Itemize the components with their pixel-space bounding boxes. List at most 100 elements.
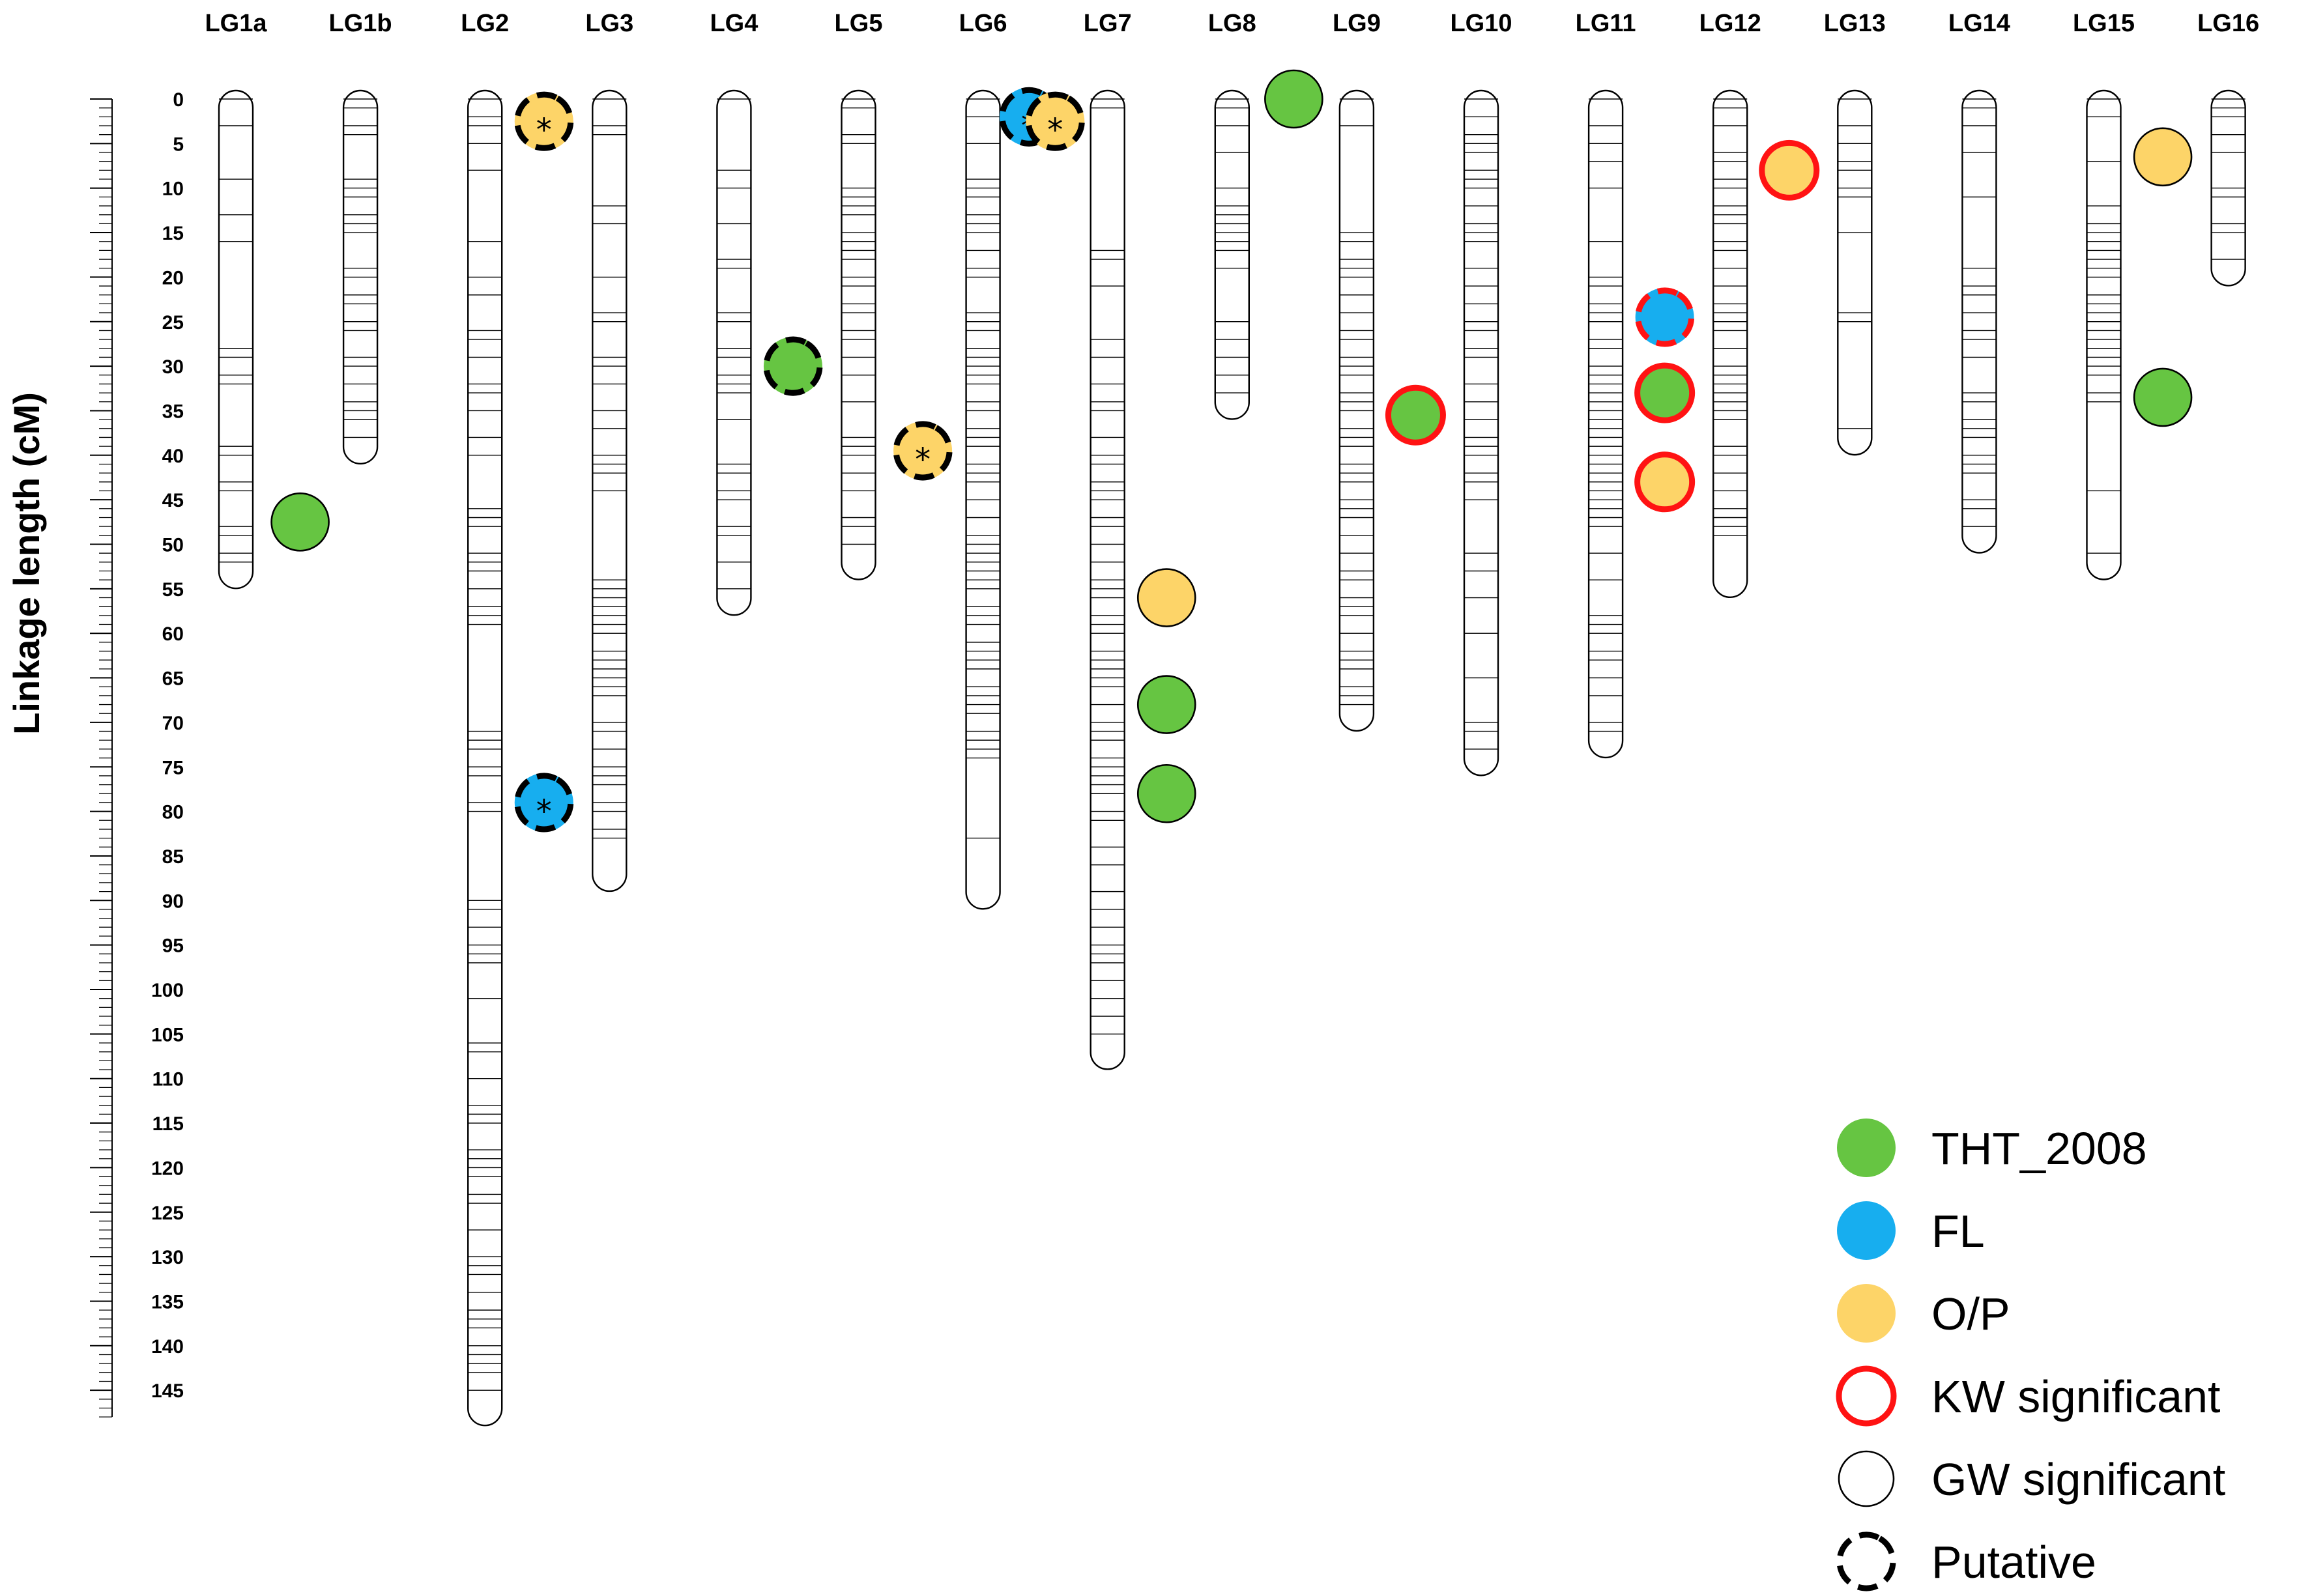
qtl-fill [1137, 675, 1196, 734]
linkage-group-label: LG13 [1824, 10, 1886, 37]
y-tick-label: 0 [173, 89, 184, 111]
qtl-fill [1137, 568, 1196, 627]
qtl-circle [1385, 384, 1446, 446]
putative-ring [514, 773, 574, 833]
y-tick-label: 85 [162, 846, 184, 868]
legend-label: Putative [1931, 1537, 2096, 1588]
y-tick-label: 40 [162, 446, 184, 467]
linkage-group-lg1a: LG1a [205, 10, 267, 590]
y-tick-label: 25 [162, 312, 184, 334]
linkage-group-lg3: LG3 [585, 10, 633, 892]
y-tick-label: 140 [151, 1336, 184, 1358]
legend-swatch [1837, 1284, 1896, 1343]
star-symbol: * [536, 112, 552, 149]
qtl-circle [1635, 287, 1695, 347]
linkage-group-label: LG2 [461, 10, 509, 37]
legend-swatch [1838, 1450, 1895, 1507]
legend-swatch [1836, 1365, 1897, 1427]
y-tick-label: 130 [151, 1247, 184, 1268]
y-tick-label: 125 [151, 1203, 184, 1224]
star-symbol: * [536, 793, 552, 830]
linkage-group-lg7: LG7 [1084, 10, 1132, 1070]
linkage-group-label: LG1b [329, 10, 392, 37]
qtl-fill [1137, 764, 1196, 823]
y-tick-label: 15 [162, 223, 184, 244]
y-axis: 0510152025303540455055606570758085909510… [90, 89, 184, 1418]
linkage-group-lg13: LG13 [1824, 10, 1886, 456]
chromosome-bar [716, 89, 752, 616]
qtl-fill [893, 421, 953, 480]
legend-swatch [1837, 1119, 1896, 1177]
gw-ring [1264, 69, 1323, 129]
linkage-group-lg5: LG5 [835, 10, 883, 580]
legend-item-fl: FL [1837, 1201, 1985, 1260]
y-tick-label: 95 [162, 935, 184, 957]
qtl-circle [270, 492, 330, 552]
linkage-group-lg2: LG2 [461, 10, 509, 1427]
linkage-group-label: LG8 [1208, 10, 1256, 37]
y-tick-label: 35 [162, 401, 184, 422]
linkage-group-lg8: LG8 [1208, 10, 1256, 420]
gw-ring [2133, 367, 2193, 427]
qtl-fill [1386, 386, 1445, 445]
y-tick-label: 100 [151, 980, 184, 1001]
linkage-group-lg1b: LG1b [329, 10, 392, 464]
qtl-circle [763, 336, 823, 396]
linkage-group-label: LG6 [959, 10, 1007, 37]
chromosome-bar [841, 89, 876, 580]
y-tick-label: 60 [162, 623, 184, 645]
y-tick-label: 110 [152, 1069, 184, 1090]
y-tick-label: 30 [162, 356, 184, 378]
linkage-group-lg12: LG12 [1699, 10, 1761, 599]
linkage-group-label: LG3 [585, 10, 633, 37]
qtl-circle [1136, 763, 1196, 823]
putative-ring [514, 91, 574, 151]
linkage-group-lg6: LG6 [959, 10, 1007, 910]
y-tick-label: 55 [162, 579, 184, 601]
linkage-group-label: LG4 [710, 10, 758, 37]
legend-item-gw-significant: GW significant [1838, 1450, 2225, 1507]
legend-swatch [1836, 1532, 1896, 1591]
star-symbol: * [915, 442, 931, 478]
chromosome-bar [218, 89, 254, 590]
y-tick-label: 70 [162, 713, 184, 734]
y-tick-label: 120 [151, 1158, 184, 1179]
linkage-group-label: LG1a [205, 10, 267, 37]
qtl-fill [2133, 127, 2193, 186]
qtl-fill [1635, 363, 1694, 423]
qtl-markers: ***** [270, 69, 2193, 833]
kw-ring [1759, 139, 1820, 201]
qtl-circle [1136, 568, 1196, 627]
linkage-group-lg9: LG9 [1333, 10, 1381, 732]
y-axis-title: Linkage length (cM) [6, 392, 47, 735]
linkage-group-label: LG5 [835, 10, 883, 37]
putative-ring [1025, 91, 1085, 151]
putative-ring [893, 421, 953, 481]
legend-label: KW significant [1931, 1371, 2220, 1422]
kw-putative-ring [1635, 287, 1695, 347]
y-tick-label: 5 [173, 134, 184, 155]
qtl-circle [2133, 367, 2193, 427]
y-tick-label: 45 [162, 490, 184, 511]
linkage-group-lg15: LG15 [2073, 10, 2135, 580]
linkage-group-label: LG10 [1450, 10, 1512, 37]
y-tick-label: 75 [162, 757, 184, 778]
qtl-circle [1759, 139, 1820, 201]
linkage-groups: LG1a LG1b LG2 LG3 LG4 LG5 LG6 LG7 LG8 LG9 LG10 LG11… [205, 10, 2259, 1427]
chromosome-bar [1712, 89, 1748, 599]
kw-ring [1634, 362, 1696, 423]
legend-label: GW significant [1931, 1454, 2225, 1505]
qtl-fill [1026, 92, 1085, 151]
y-tick-label: 10 [162, 178, 184, 200]
linkage-group-label: LG15 [2073, 10, 2135, 37]
gw-ring [1136, 763, 1196, 823]
legend-label: THT_2008 [1931, 1123, 2147, 1174]
qtl-fill [514, 773, 573, 832]
y-tick-label: 50 [162, 535, 184, 556]
linkage-group-lg11: LG11 [1576, 10, 1636, 759]
qtl-circle: * [1025, 91, 1085, 151]
y-tick-label: 20 [162, 267, 184, 289]
qtl-fill [270, 492, 330, 552]
qtl-fill [514, 92, 573, 151]
